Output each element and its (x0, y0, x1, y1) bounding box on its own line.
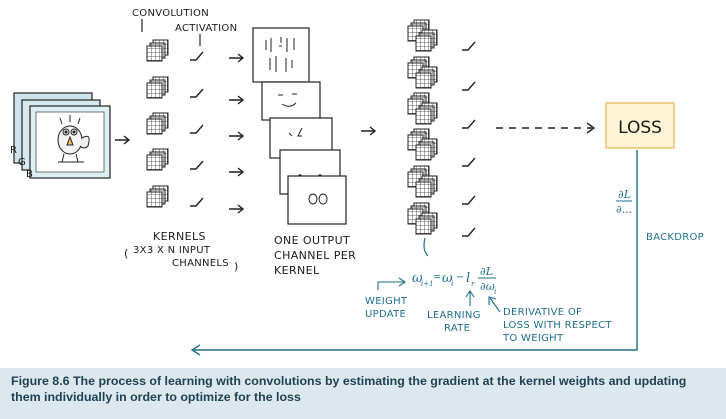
kernels-label: KERNELS (153, 230, 206, 243)
backdrop-label: BACKDROP (646, 232, 704, 243)
svg-text:i: i (451, 280, 453, 288)
next-layer-activations (461, 41, 476, 237)
loss-box (605, 102, 675, 149)
svg-text:ω: ω (412, 271, 423, 286)
svg-text:l: l (466, 271, 470, 286)
activation-label: ACTIVATION (175, 23, 237, 34)
svg-text:r: r (471, 280, 475, 288)
svg-text:∂ω: ∂ω (480, 280, 495, 293)
kernels-detail-line1: 3X3 X N INPUT (133, 245, 211, 256)
learning-rate-label-1: LEARNING (427, 310, 481, 321)
caption-box (0, 368, 726, 419)
output-label-line3: KERNEL (274, 264, 320, 277)
backprop-path (194, 150, 638, 351)
svg-text:i+1: i+1 (421, 280, 434, 288)
next-layer-kernels (407, 19, 438, 235)
input-arrow (114, 135, 130, 145)
kernels-detail-line2: CHANNELS (172, 258, 229, 269)
output-feature-maps (252, 27, 347, 225)
activation-column (189, 51, 204, 207)
output-label-line2: CHANNEL PER (274, 249, 356, 262)
kernel-column (146, 39, 169, 208)
derivative-label-1: DERIVATIVE OF (503, 307, 582, 318)
gradient-numerator: ∂L (618, 188, 631, 201)
learning-rate-label-2: RATE (444, 323, 470, 334)
gradient-denominator: ∂... (616, 203, 632, 216)
input-image-stack: R G B (10, 92, 111, 180)
layer-arrow (360, 126, 376, 136)
svg-text:∂L: ∂L (480, 265, 493, 278)
channel-g-label: G (18, 157, 26, 168)
kernel-output-arrows (228, 53, 244, 214)
convolution-learning-diagram: CONVOLUTION ACTIVATION R G B (10, 8, 704, 356)
svg-text:ω: ω (442, 271, 453, 286)
loss-label: LOSS (618, 118, 662, 138)
svg-text:): ) (234, 260, 239, 273)
convolution-label: CONVOLUTION (132, 8, 209, 19)
derivative-label-3: TO WEIGHT (502, 333, 564, 344)
weight-update-label-1: WEIGHT (365, 296, 408, 307)
weight-update-formula: ω i+1 = ω i − l r ∂L ∂ω i (412, 237, 496, 296)
bird-drawing (57, 115, 90, 163)
channel-b-label: B (26, 169, 33, 180)
svg-text:−: − (456, 272, 464, 283)
figure-caption: Figure 8.6 The process of learning with … (11, 374, 687, 404)
svg-text:=: = (433, 272, 441, 283)
derivative-label-2: LOSS WITH RESPECT (503, 320, 612, 331)
channel-r-label: R (10, 145, 17, 156)
weight-update-label-2: UPDATE (365, 309, 406, 320)
output-label-line1: ONE OUTPUT (274, 234, 350, 247)
svg-text:i: i (494, 288, 496, 296)
svg-text:(: ( (124, 247, 129, 260)
